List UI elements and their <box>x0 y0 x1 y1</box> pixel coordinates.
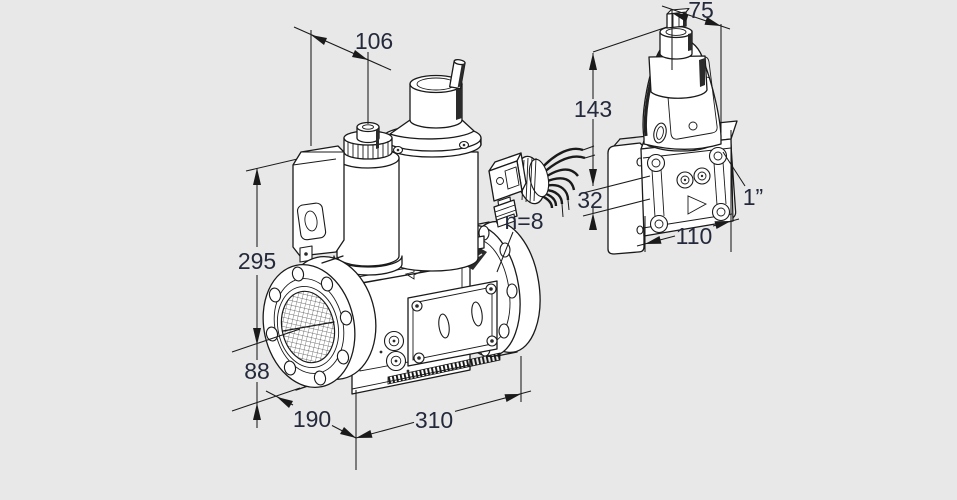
arrowhead <box>589 53 597 70</box>
dim-label: 88 <box>244 358 270 384</box>
arrowhead <box>253 328 261 345</box>
arrowhead <box>645 236 662 244</box>
arrowhead <box>253 403 261 420</box>
cable-plug-drawing <box>488 145 596 228</box>
ribbed-strip <box>387 352 501 385</box>
leader-line <box>722 151 746 187</box>
leader-line <box>496 231 514 273</box>
reference-line <box>582 175 651 194</box>
maintenance-cover <box>407 280 498 367</box>
flange-bolt-holes <box>265 266 353 386</box>
arrowhead <box>340 427 356 438</box>
connection-size-label: 1” <box>743 184 763 210</box>
arrowhead <box>356 430 373 438</box>
valve-body <box>640 120 738 237</box>
pressure-test-ports <box>676 167 711 189</box>
arrowhead <box>352 50 368 60</box>
dim-110: 110 <box>636 130 740 252</box>
dim-label: 75 <box>688 0 714 23</box>
arrowhead <box>704 17 721 26</box>
arrowhead <box>714 221 731 229</box>
left-valve-drawing <box>245 58 541 395</box>
dim-310: 310 <box>355 356 532 470</box>
arrowhead <box>589 169 597 186</box>
adjustment-cap <box>343 121 393 160</box>
connector-recess <box>296 202 327 241</box>
dim-label: 295 <box>238 248 276 274</box>
main-solenoid <box>382 58 482 272</box>
right-valve-drawing <box>607 7 738 255</box>
bolt-count-callout: n=8 <box>496 208 544 273</box>
dim-32: 32 <box>577 187 651 230</box>
dimension-annotations: 106 295 88 190 <box>231 0 763 470</box>
reference-line <box>592 26 668 53</box>
pressure-test-ports <box>379 330 410 373</box>
reference-line <box>582 198 651 217</box>
arrowhead <box>504 394 521 402</box>
junction-box <box>292 145 345 263</box>
strainer-seam <box>282 321 335 332</box>
vent-pin <box>449 58 466 90</box>
dim-143: 143 <box>574 26 668 194</box>
inlet-flange <box>262 255 377 391</box>
dim-label: 32 <box>577 187 603 213</box>
dim-88: 88 <box>231 328 301 428</box>
flow-arrow-mark <box>687 195 708 215</box>
arrowhead <box>311 35 327 45</box>
bolt-count-label: n=8 <box>504 208 543 234</box>
reference-line-base <box>231 387 301 412</box>
arrowhead <box>672 13 689 22</box>
dim-label: 190 <box>293 406 331 432</box>
corner-bolts <box>646 146 731 234</box>
dimension-line <box>293 26 392 71</box>
arrowhead <box>253 168 261 185</box>
dim-190: 190 <box>265 390 357 439</box>
arrowhead <box>277 397 293 408</box>
plug-connector <box>488 152 550 228</box>
dim-label: 106 <box>355 28 393 54</box>
cable-gland <box>493 199 518 228</box>
dim-label: 310 <box>415 407 453 433</box>
reference-line-axis <box>231 328 301 353</box>
arrowhead <box>589 213 597 230</box>
dim-75: 75 <box>661 0 731 133</box>
connection-size-callout: 1” <box>722 151 763 210</box>
dim-295: 295 <box>238 168 276 345</box>
knurl-texture <box>347 141 389 159</box>
dim-label: 110 <box>676 223 713 249</box>
dim-106: 106 <box>293 26 393 146</box>
dim-label: 143 <box>574 96 612 122</box>
